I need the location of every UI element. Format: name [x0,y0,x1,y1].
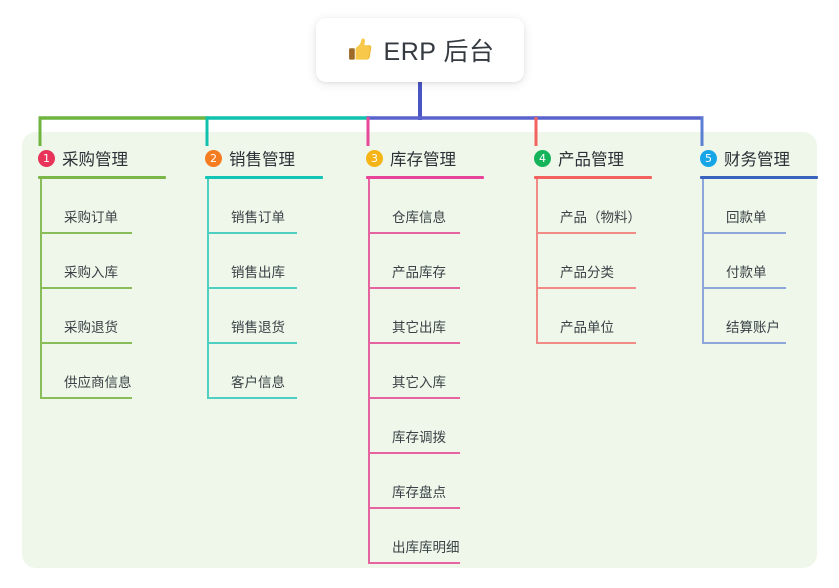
branch-header-5[interactable]: 5 财务管理 [686,146,790,170]
branch-number-badge: 1 [38,149,55,167]
branch-stem [702,179,704,344]
branch-stem [368,179,370,564]
branch-item-label: 结算账户 [726,320,780,335]
branch-header-1[interactable]: 1 采购管理 [24,146,128,170]
thumbs-up-emoji [346,36,374,64]
branch-header-rule [366,176,484,179]
branch-stem [207,179,209,399]
branch-item-rule [40,232,132,234]
branch-item-label: 销售出库 [231,265,285,280]
branch-stem [40,179,42,399]
branch-item-label: 产品单位 [560,320,614,335]
branch-item-label: 付款单 [726,265,767,280]
branch-item-rule [368,342,460,344]
branch-item-rule [702,342,786,344]
branch-item-rule [207,287,297,289]
branch-number-badge: 4 [534,149,551,167]
branch-column-1: 1 采购管理采购订单采购入库采购退货供应商信息 [24,146,166,399]
branch-header-rule [205,176,323,179]
branch-item-rule [536,287,636,289]
branch-item-rule [536,342,636,344]
branch-item-rule [702,232,786,234]
branch-item-rule [207,342,297,344]
branch-header-3[interactable]: 3 库存管理 [352,146,456,170]
branch-number-badge: 5 [700,149,717,167]
branch-title: 财务管理 [724,151,790,169]
branch-item-rule [368,562,460,564]
branch-item-label: 采购入库 [64,265,118,280]
branch-column-2: 2 销售管理销售订单销售出库销售退货客户信息 [191,146,323,399]
branch-item-rule [368,507,460,509]
branch-column-5: 5 财务管理回款单付款单结算账户 [686,146,818,344]
branch-item-label: 产品（物料） [560,210,641,225]
branch-item-label: 库存盘点 [392,485,446,500]
branch-stem [536,179,538,344]
branch-header-4[interactable]: 4 产品管理 [520,146,624,170]
branch-item-rule [702,287,786,289]
branch-item-label: 库存调拨 [392,430,446,445]
branch-item-rule [368,287,460,289]
root-node-card[interactable]: ERP 后台 [316,18,524,82]
branch-item-label: 仓库信息 [392,210,446,225]
branch-item-rule [40,397,132,399]
branch-header-rule [700,176,818,179]
branch-item-label: 产品库存 [392,265,446,280]
diagram-background-panel [22,132,817,568]
branch-title: 销售管理 [229,151,295,169]
root-node-title: ERP 后台 [383,38,495,66]
branch-column-4: 4 产品管理产品（物料） 产品分类产品单位 [520,146,652,344]
branch-item-rule [207,397,297,399]
branch-item-label: 采购退货 [64,320,118,335]
branch-title: 库存管理 [390,151,456,169]
branch-header-rule [534,176,652,179]
branch-number-badge: 3 [366,149,383,167]
branch-number-badge: 2 [205,149,222,167]
branch-item-label: 回款单 [726,210,767,225]
branch-item-label: 其它出库 [392,320,446,335]
branch-title: 采购管理 [62,151,128,169]
branch-item-rule [40,342,132,344]
branch-item-label: 销售订单 [231,210,285,225]
branch-header-rule [38,176,166,179]
branch-item-rule [368,397,460,399]
branch-title: 产品管理 [558,151,624,169]
branch-item-label: 采购订单 [64,210,118,225]
branch-item-label: 客户信息 [231,375,285,390]
branch-item-rule [368,452,460,454]
branch-column-3: 3 库存管理仓库信息产品库存其它出库其它入库库存调拨库存盘点出库库明细 [352,146,484,564]
branch-item-label: 销售退货 [231,320,285,335]
branch-item-rule [536,232,636,234]
branch-item-label: 供应商信息 [64,375,132,390]
branch-item-rule [207,232,297,234]
branch-item-label: 出库库明细 [392,540,460,555]
branch-item-rule [40,287,132,289]
branch-item-rule [368,232,460,234]
branch-item-label: 产品分类 [560,265,614,280]
branch-item-label: 其它入库 [392,375,446,390]
branch-header-2[interactable]: 2 销售管理 [191,146,295,170]
